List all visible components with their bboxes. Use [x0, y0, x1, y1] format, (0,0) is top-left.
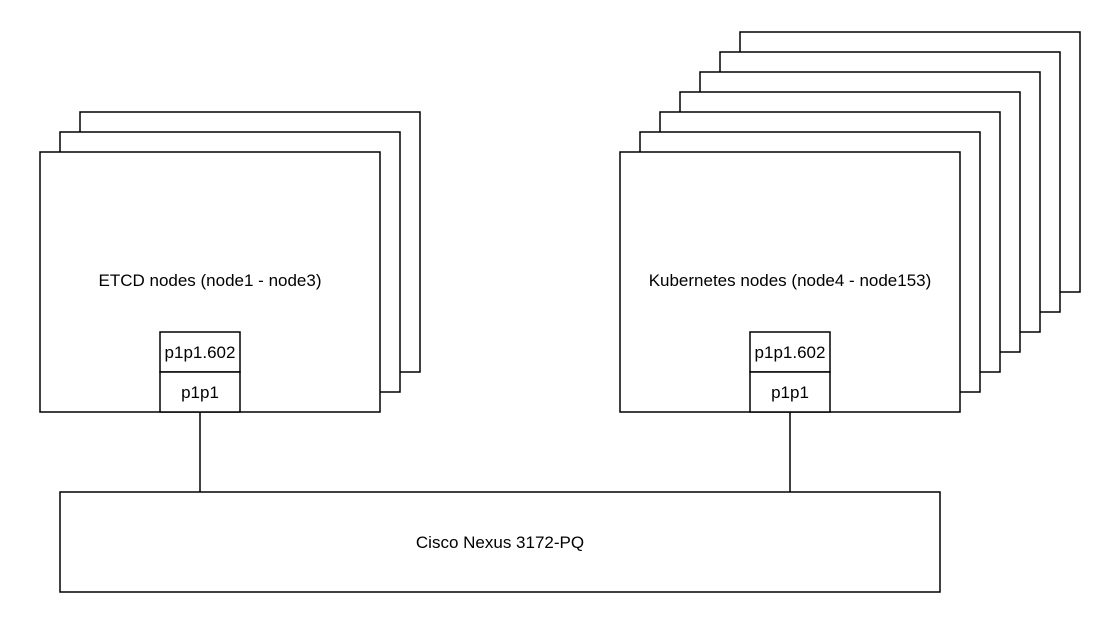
switch-box — [59, 491, 941, 593]
etcd-physical-interface-label: p1p1 — [181, 383, 219, 402]
etcd-group-label: ETCD nodes (node1 - node3) — [98, 271, 321, 290]
etcd-node-stack — [39, 111, 421, 413]
kubernetes-physical-interface-label: p1p1 — [771, 383, 809, 402]
switch-label: Cisco Nexus 3172-PQ — [416, 533, 584, 552]
kubernetes-physical-interface-box — [749, 371, 831, 413]
kubernetes-vlan-interface-label: p1p1.602 — [755, 343, 826, 362]
etcd-node-card-front — [39, 151, 381, 413]
etcd-vlan-interface-box — [159, 331, 241, 373]
kubernetes-group-label: Kubernetes nodes (node4 - node153) — [649, 271, 932, 290]
etcd-vlan-interface-label: p1p1.602 — [165, 343, 236, 362]
kubernetes-node-stack — [619, 31, 1081, 413]
